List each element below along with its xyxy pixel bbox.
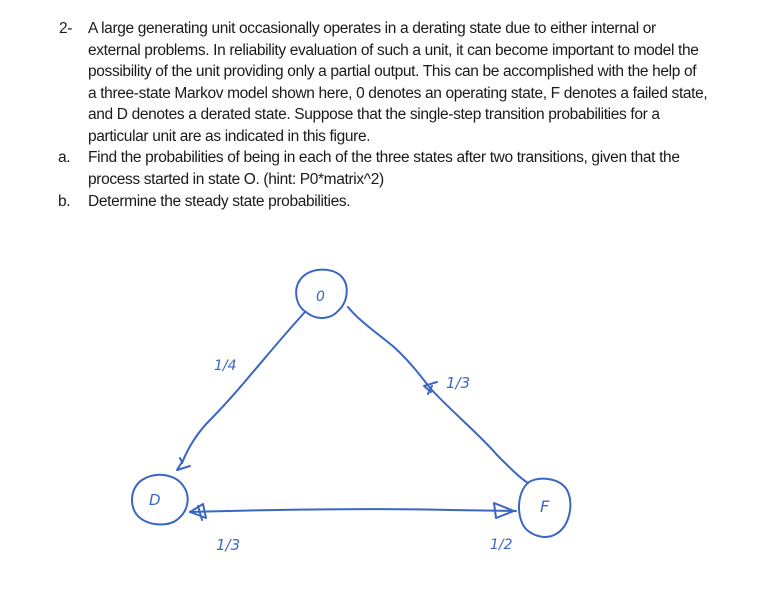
arrowhead-icon xyxy=(189,503,207,521)
state-failed: F xyxy=(518,477,572,538)
part-line: process started in state O. (hint: P0*ma… xyxy=(88,170,384,188)
state-circle xyxy=(131,473,189,526)
state-label: F xyxy=(540,497,550,516)
arrowhead-icon xyxy=(493,502,515,519)
edge-label: 1/2 xyxy=(490,537,513,553)
problem-line: and D denotes a derated state. Suppose t… xyxy=(88,106,660,123)
problem-number: 2- xyxy=(59,20,73,37)
part-a-text: Find the probabilities of being in each … xyxy=(88,147,680,190)
state-circle xyxy=(295,268,348,319)
problem-line: particular unit are as indicated in this… xyxy=(88,127,371,145)
edge-line xyxy=(347,306,529,484)
part-marker: b. xyxy=(58,193,71,210)
edge-label: 1/4 xyxy=(214,358,237,374)
edge-operating-to-derated: 1/4 xyxy=(176,311,306,471)
part-line: Determine the steady state probabilities… xyxy=(88,193,351,210)
arrowhead-icon xyxy=(176,457,191,471)
problem-line: possibility of the unit providing only a… xyxy=(88,63,697,80)
problem-line: external problems. In reliability evalua… xyxy=(88,41,699,59)
state-label: 0 xyxy=(316,289,325,305)
arrowhead-icon xyxy=(423,381,438,395)
state-circle xyxy=(518,477,572,538)
edge-line xyxy=(189,508,517,513)
part-marker: a. xyxy=(58,149,71,166)
problem-line: A large generating unit occasionally ope… xyxy=(88,20,656,37)
state-derated: D xyxy=(131,473,189,526)
part-b-text: Determine the steady state probabilities… xyxy=(88,191,351,213)
edge-label: 1/3 xyxy=(446,374,470,392)
state-operating: 0 xyxy=(295,268,348,319)
edge-label: 1/3 xyxy=(216,536,240,554)
problem-statement: A large generating unit occasionally ope… xyxy=(88,18,708,147)
state-label: D xyxy=(149,491,161,509)
edge-derated-failed: 1/3 1/2 xyxy=(189,502,517,554)
edge-line xyxy=(181,311,306,464)
part-line: Find the probabilities of being in each … xyxy=(88,149,680,166)
problem-line: a three-state Markov model shown here, 0… xyxy=(88,84,708,102)
edge-failed-to-operating: 1/3 xyxy=(347,306,529,484)
